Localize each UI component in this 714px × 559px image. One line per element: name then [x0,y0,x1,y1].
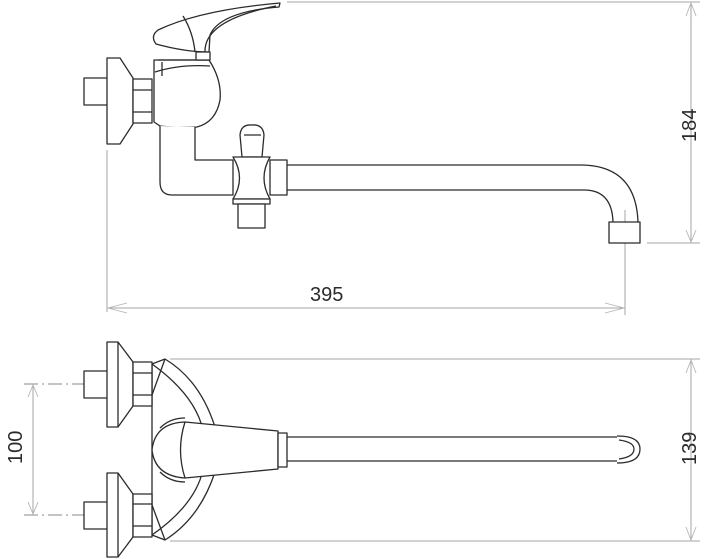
lower-eccentric-stub [83,501,109,530]
eccentric-stub [83,77,109,106]
spout-connector [269,159,288,196]
spout-collar [277,432,288,468]
diverter-body [232,156,271,200]
side-view: 184 395 [83,1,701,315]
upper-eccentric-stub [83,370,109,399]
arrow-icon [685,526,697,542]
spout-lower-edge [287,189,614,223]
aerator [608,221,641,244]
upper-flange [106,341,134,428]
arrow-icon [27,501,39,516]
diverter-knob [239,124,265,158]
lower-flange [106,472,134,558]
arrow-icon [106,302,128,314]
length-dimension-label: 395 [310,284,343,306]
handle-collar [195,51,211,61]
arrow-icon [685,1,697,17]
hex-nut [132,78,153,124]
height-dimension-label: 184 [679,109,701,142]
lever-top [151,421,279,479]
lever-handle [152,2,281,53]
spacing-dimension-label: 100 [5,431,27,464]
arrow-icon [27,383,39,398]
arrow-icon [685,358,697,374]
lower-hex-nut [132,493,153,538]
spout-upper-edge [287,164,639,223]
wall-flange [106,57,134,145]
depth-dimension-label: 139 [679,432,701,465]
diverter-channel [159,126,234,196]
upper-hex-nut [132,361,153,407]
top-view: 139 100 [5,341,701,558]
diverter-ring [232,198,271,205]
shower-outlet [237,203,266,229]
arrow-icon [604,302,626,314]
arrow-icon [685,229,697,244]
